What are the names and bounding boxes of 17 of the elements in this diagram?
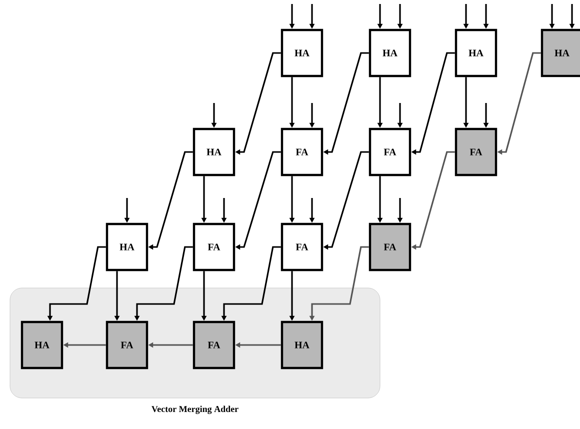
adder-box: HA [540,28,580,78]
adder-box: FA [280,128,324,176]
adder-box: FA [368,128,412,176]
adder-box: HA [192,128,236,176]
adder-box: HA [280,320,324,370]
adder-box: HA [454,28,498,78]
adder-box: FA [106,320,148,370]
adder-box: HA [20,320,64,370]
adder-box: FA [280,222,324,272]
adder-box: HA [280,28,324,78]
adder-box: HA [368,28,412,78]
adder-box: FA [368,222,412,272]
node-label: Vector Merging Adder [152,406,238,414]
adder-box: FA [192,320,236,370]
adder-box: HA [106,222,148,272]
adder-box: FA [192,222,236,272]
adder-box: FA [454,128,498,176]
